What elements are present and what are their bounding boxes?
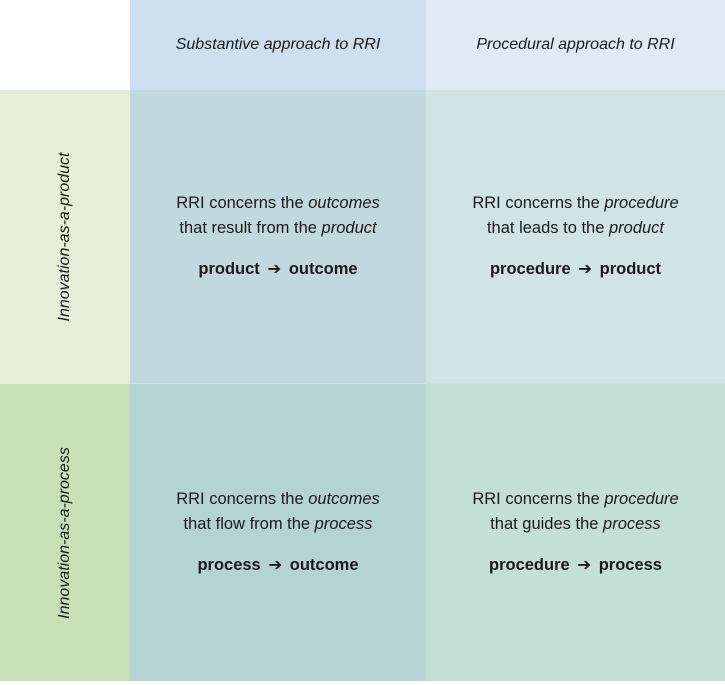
cell-formula: procedure ➔ product [489, 260, 662, 278]
right-arrow-icon: ➔ [267, 260, 282, 278]
cell-description: RRI concerns the procedure that leads to… [472, 194, 679, 237]
cell-description: RRI concerns the outcomes that flow from… [176, 490, 380, 533]
right-arrow-icon: ➔ [578, 260, 593, 278]
cell-description: RRI concerns the procedure that guides t… [472, 490, 679, 533]
cell-formula: product ➔ outcome [198, 260, 358, 278]
row-header-process: Innovation-as-a-process [0, 384, 130, 681]
cell-description: RRI concerns the outcomes that result fr… [176, 194, 380, 237]
cell-procedural-process: RRI concerns the procedure that guides t… [426, 384, 725, 681]
corner-blank [0, 0, 130, 90]
cell-substantive-product: RRI concerns the outcomes that result fr… [130, 90, 426, 384]
cell-substantive-process: RRI concerns the outcomes that flow from… [130, 384, 426, 681]
cell-formula: procedure ➔ process [489, 556, 662, 574]
right-arrow-icon: ➔ [577, 556, 592, 574]
row-header-product: Innovation-as-a-product [0, 90, 130, 384]
column-header-procedural: Procedural approach to RRI [426, 0, 725, 90]
row-label-product: Innovation-as-a-product [56, 152, 73, 322]
column-header-substantive: Substantive approach to RRI [130, 0, 426, 90]
right-arrow-icon: ➔ [268, 556, 283, 574]
cell-formula: process ➔ outcome [197, 556, 359, 574]
cell-procedural-product: RRI concerns the procedure that leads to… [426, 90, 725, 384]
row-label-process: Innovation-as-a-process [56, 446, 73, 619]
